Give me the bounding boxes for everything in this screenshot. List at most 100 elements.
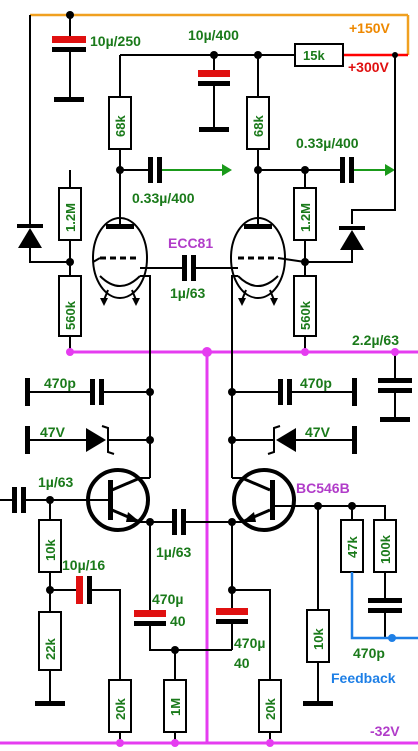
- capacitor-plate: [368, 598, 402, 603]
- ground-bar: [199, 127, 229, 132]
- label-c10u400: 10µ/400: [188, 27, 239, 43]
- capacitor-plate: [349, 157, 354, 183]
- ground-bar: [25, 426, 30, 454]
- capacitor-plate: [21, 487, 26, 513]
- ground-bar: [352, 426, 357, 454]
- label-z47-left: 47V: [40, 424, 66, 440]
- capacitor-plate: [12, 487, 17, 513]
- capacitor-plate: [378, 388, 412, 393]
- node-emitter-left: [146, 518, 154, 526]
- label-r20k-a: 20k: [113, 698, 128, 720]
- capacitor-plate: [278, 379, 283, 405]
- node-top-right: [392, 52, 398, 58]
- label-r15k: 15k: [303, 48, 325, 63]
- label-r68k-left: 68k: [113, 115, 128, 137]
- capacitor-plus-plate: [52, 36, 86, 43]
- node-mid-center: [202, 347, 212, 357]
- capacitor-plate: [99, 379, 104, 405]
- node-bot-2: [171, 739, 179, 747]
- tube-right: [230, 200, 306, 352]
- capacitor-plus-plate: [76, 576, 83, 604]
- wire-zener-right-bot: [305, 250, 353, 263]
- label-r100k: 100k: [378, 534, 393, 564]
- tube-left: [92, 200, 151, 352]
- zener-left-bar: [17, 224, 43, 228]
- resistor-15k: [294, 43, 344, 67]
- capacitor-plate: [368, 608, 402, 613]
- wire-20k-b-top: [232, 589, 271, 680]
- label-transistor: BC546B: [296, 480, 350, 496]
- label-c1u63-in: 1µ/63: [38, 474, 74, 490]
- ground-bar: [303, 701, 333, 706]
- label-r560k-right: 560k: [298, 300, 313, 330]
- label-minus32: -32V: [370, 723, 400, 739]
- ground-bar: [35, 701, 65, 706]
- node-c22: [391, 348, 399, 356]
- zener-47-left-icon: [86, 428, 106, 452]
- label-c470p-fb: 470p: [353, 645, 385, 661]
- label-c22u63: 2.2µ/63: [352, 332, 399, 348]
- label-r1m2-right: 1.2M: [298, 203, 313, 232]
- ground-bar: [54, 97, 84, 102]
- label-r560k-left: 560k: [63, 300, 78, 330]
- node-mid-right: [301, 348, 309, 356]
- label-r22k: 22k: [43, 638, 58, 660]
- label-r1m2-left: 1.2M: [63, 203, 78, 232]
- capacitor-plate: [172, 509, 177, 535]
- wire-c470u-left-bot: [149, 626, 175, 651]
- node-top-1: [66, 11, 74, 19]
- label-tube: ECC81: [168, 235, 213, 251]
- capacitor-plate: [90, 379, 95, 405]
- label-r47k: 47k: [345, 536, 360, 558]
- label-c470u-left-b: 40: [170, 613, 186, 629]
- label-c10u250: 10µ/250: [90, 33, 141, 49]
- wire-zener-left-bot: [29, 248, 70, 263]
- node-feedback: [388, 634, 396, 642]
- label-feedback: Feedback: [331, 670, 396, 686]
- transistor-left: [86, 468, 160, 532]
- capacitor-plate: [378, 378, 412, 383]
- capacitor-minus-plate: [134, 621, 166, 626]
- label-plus150: +150V: [349, 20, 391, 36]
- node-bot-1: [116, 739, 124, 747]
- label-r1m: 1M: [168, 698, 183, 716]
- label-c470u-right-b: 40: [234, 655, 250, 671]
- capacitor-minus-plate: [216, 619, 248, 624]
- label-c10u16: 10µ/16: [62, 557, 105, 573]
- capacitor-minus-plate: [198, 81, 230, 86]
- label-c1u63-tube: 1µ/63: [170, 285, 206, 301]
- label-c1u63-mid: 1µ/63: [156, 544, 192, 560]
- node-top-3: [210, 51, 218, 59]
- node-mid-left: [66, 348, 74, 356]
- capacitor-plus-plate: [134, 610, 166, 617]
- capacitor-plate: [148, 157, 153, 183]
- label-r10k-left: 10k: [43, 539, 58, 561]
- label-c470p-left: 470p: [44, 375, 76, 391]
- capacitor-plate: [191, 255, 196, 281]
- wire-c10u16-r: [92, 589, 121, 680]
- node-top-2: [254, 51, 262, 59]
- label-c033-left: 0.33µ/400: [132, 190, 195, 206]
- label-c470u-right-a: 470µ: [234, 635, 265, 651]
- capacitor-plus-plate: [198, 70, 230, 77]
- transistor-right: [222, 468, 296, 532]
- node-1m2-right-top: [301, 166, 309, 174]
- label-c470p-right: 470p: [300, 375, 332, 391]
- node-bot-3: [266, 739, 274, 747]
- output-arrow-icon: [222, 164, 232, 176]
- output-arrow-icon: [385, 164, 395, 176]
- capacitor-plus-plate: [216, 608, 248, 615]
- label-c470u-left-a: 470µ: [152, 591, 183, 607]
- ground-bar: [25, 378, 30, 406]
- wire-right-vert: [351, 55, 396, 224]
- zener-left-icon: [18, 228, 42, 248]
- label-r68k-right: 68k: [251, 115, 266, 137]
- wire-base-right: [275, 505, 386, 520]
- capacitor-plate: [340, 157, 345, 183]
- capacitor-minus-plate: [52, 47, 86, 52]
- zener-right-bar: [339, 226, 365, 230]
- label-r20k-b: 20k: [263, 698, 278, 720]
- node-grid-left: [66, 258, 74, 266]
- capacitor-plate: [182, 255, 187, 281]
